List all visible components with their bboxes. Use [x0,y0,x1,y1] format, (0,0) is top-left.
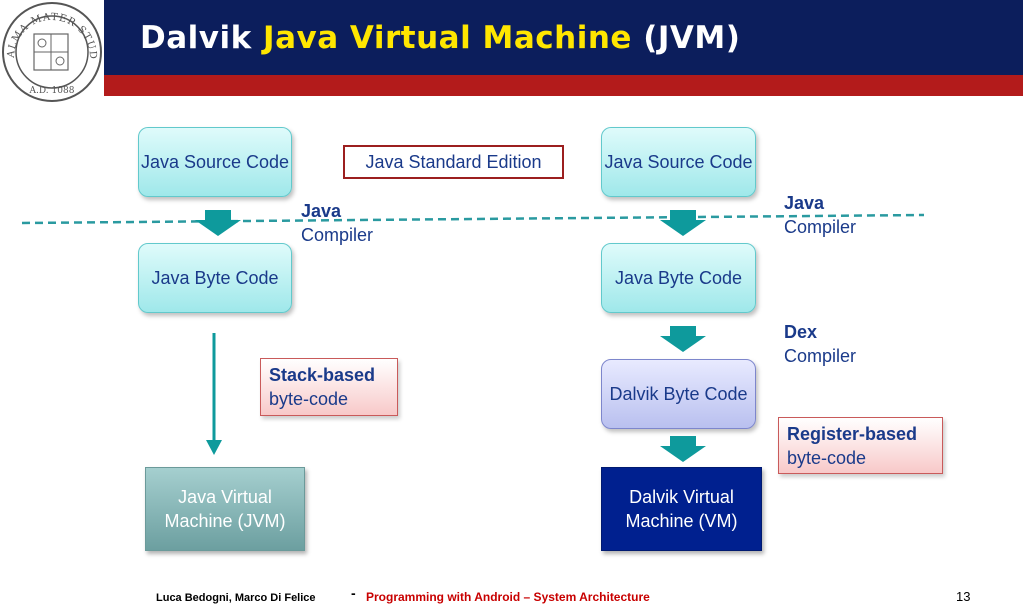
title-highlight: Java Virtual Machine [263,20,632,56]
register-based-text: byte-code [787,448,867,468]
footer-course-title: Programming with Android – System Archit… [366,590,650,604]
dalvik-vm-label: Dalvik Virtual Machine (VM) [625,487,738,531]
dex-compiler-text: Compiler [784,346,857,366]
left-java-byte-label: Java Byte Code [151,268,279,288]
right-java-byte-box: Java Byte Code [601,243,756,313]
arrow-right-dex [660,326,706,352]
dalvik-byte-box: Dalvik Byte Code [601,359,756,429]
header-bar [104,0,1023,75]
slide-title: Dalvik Java Virtual Machine (JVM) [140,20,740,56]
left-java-compiler-label: Java Compiler [301,199,373,247]
arrow-left-run-head [206,440,222,455]
dalvik-vm-box: Dalvik Virtual Machine (VM) [601,467,762,551]
stack-based-bold: Stack-based [269,365,376,385]
register-based-bold: Register-based [787,424,918,444]
java-standard-edition-box: Java Standard Edition [343,145,564,179]
title-part-2: (JVM) [631,20,741,56]
left-compiler-bold: Java [301,201,342,221]
stack-based-note: Stack-based byte-code [260,358,398,416]
compile-boundary-line [21,213,925,225]
right-java-compiler-label: Java Compiler [784,191,856,239]
right-java-byte-label: Java Byte Code [614,268,743,288]
header-accent-bar [104,75,1023,96]
arrow-right-compile [660,210,706,236]
footer-separator: - [351,585,356,601]
right-java-source-box: Java Source Code [601,127,756,197]
title-part-1: Dalvik [140,20,264,56]
left-java-source-box: Java Source Code [138,127,292,197]
svg-text:A.D. 1088: A.D. 1088 [29,86,75,96]
right-compiler-bold: Java [784,193,825,213]
university-seal-logo: ALMA MATER STUDIORUM A.D. 1088 [0,0,104,104]
right-compiler-text: Compiler [784,217,857,237]
dex-compiler-bold: Dex [784,322,818,342]
footer-authors: Luca Bedogni, Marco Di Felice [156,592,316,604]
jvm-label: Java Virtual Machine (JVM) [164,487,286,531]
dalvik-byte-label: Dalvik Byte Code [609,384,748,404]
left-java-byte-box: Java Byte Code [138,243,292,313]
stack-based-text: byte-code [269,389,349,409]
dex-compiler-label: Dex Compiler [784,320,856,368]
right-java-source-label: Java Source Code [604,152,753,172]
arrow-left-compile [195,210,241,236]
jvm-box: Java Virtual Machine (JVM) [145,467,305,551]
left-java-source-label: Java Source Code [140,152,290,172]
java-standard-edition-label: Java Standard Edition [365,151,542,172]
left-compiler-text: Compiler [301,225,374,245]
register-based-note: Register-based byte-code [778,417,943,474]
page-number: 13 [956,589,971,604]
arrow-right-vm [660,436,706,462]
